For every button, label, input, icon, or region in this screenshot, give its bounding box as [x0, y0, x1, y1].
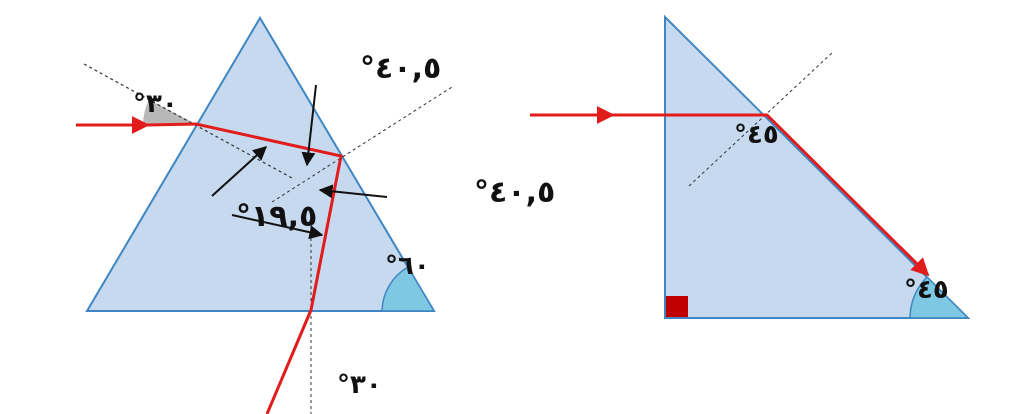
right-angle-marker: [666, 296, 688, 317]
light-ray-path: [147, 122, 343, 414]
label-refracted-angle: °١٩,٥: [236, 199, 317, 234]
normal-line-hypotenuse: [688, 51, 834, 187]
label-exit-angle: °٣٠: [337, 370, 382, 400]
light-ray-path-right: [613, 113, 927, 274]
label-corner-angle: °٤٥: [904, 275, 949, 305]
reflected-ray-arrow: [898, 245, 930, 277]
apex-angle-arc: [381, 265, 436, 312]
right-prism-figure: °٤٥ °٤٥: [530, 14, 971, 319]
label-incidence-angle-right: °٤٥: [734, 120, 779, 150]
incidence-angle-wedge: [143, 100, 196, 124]
arrow-side-label: [318, 184, 388, 199]
label-top-angle: °٤٠,٥: [360, 51, 441, 86]
equilateral-prism: [85, 16, 436, 312]
arrow-refracted-upper: [211, 146, 268, 197]
label-side-angle: °٤٠,٥: [474, 175, 555, 210]
label-incidence-angle: °٣٠: [133, 89, 178, 119]
corner-angle-arc: [909, 275, 970, 319]
left-prism-figure: °٣٠ °٤٠,٥ °٤٠,٥ °١٩,٥ °٦٠ °٣٠: [76, 16, 555, 414]
arrow-top-label: [301, 84, 317, 167]
label-apex-angle: °٦٠: [385, 251, 430, 281]
right-angle-prism: [664, 14, 971, 319]
arrow-refracted-lower: [231, 214, 324, 240]
